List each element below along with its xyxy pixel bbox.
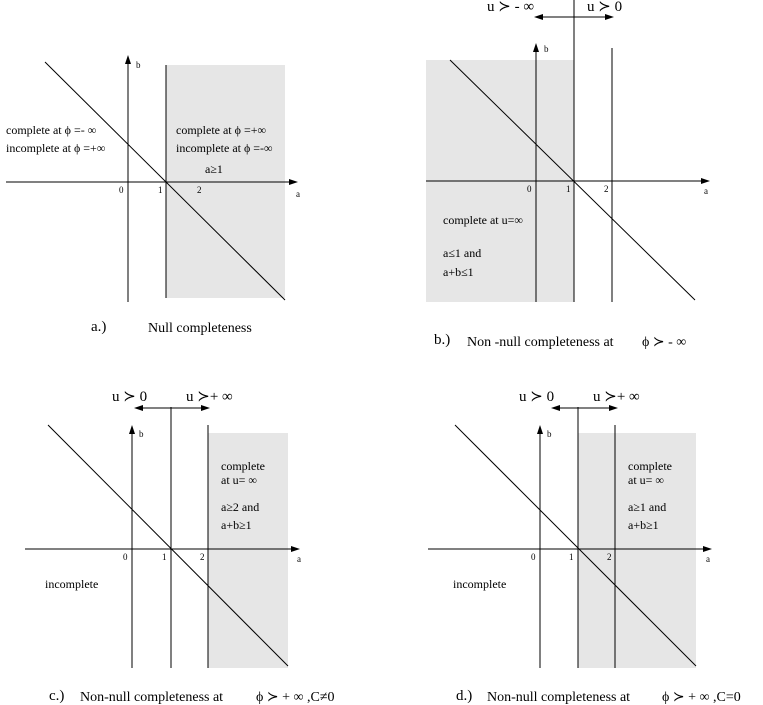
panel-a-y-arrowhead <box>125 55 131 64</box>
panel-a-tick-0: 0 <box>119 185 124 195</box>
panel-c-caption-text: Non-null completeness at <box>80 690 224 705</box>
panel-b <box>426 0 710 302</box>
panel-d-tick-1: 1 <box>569 552 574 562</box>
panel-d-tick-2: 2 <box>607 552 612 562</box>
panel-d-shaded-region <box>578 433 696 668</box>
panel-a-caption-label: a.) <box>91 319 107 335</box>
panel-a <box>6 55 298 302</box>
panel-c-tick-0: 0 <box>123 552 128 562</box>
panel-b-cond-line1: a≤1 and <box>443 246 482 260</box>
panel-c-double-arrow-left-head <box>134 405 143 411</box>
panel-c-y-arrowhead <box>129 425 135 434</box>
panel-c <box>25 405 300 668</box>
panel-b-double-arrow-right-head <box>605 14 614 20</box>
panel-c-tick-1: 1 <box>162 552 167 562</box>
panel-d-y-arrowhead <box>537 425 543 434</box>
panel-d-double-arrow-left-head <box>551 405 560 411</box>
panel-b-cond-line2: a+b≤1 <box>443 265 474 279</box>
panel-d-axis-b-label: b <box>547 429 552 439</box>
panel-a-left-line1: complete at ϕ =- ∞ <box>6 123 97 137</box>
panel-d-caption-math: ϕ ≻ + ∞ ,C=0 <box>662 690 741 705</box>
panel-d-x-arrowhead <box>703 546 712 552</box>
panel-d-diagonal <box>454 424 697 667</box>
panel-a-diagonal <box>44 61 286 301</box>
panel-b-tick-0: 0 <box>527 184 532 194</box>
panel-a-axis-a-label: a <box>296 189 300 199</box>
panel-a-condition: a≥1 <box>205 162 223 176</box>
panel-c-cond-line2: a+b≥1 <box>221 518 252 532</box>
panel-b-axis-a-label: a <box>704 186 708 196</box>
panel-c-cond-line1: a≥2 and <box>221 500 260 514</box>
panel-b-y-arrowhead <box>533 43 539 52</box>
panel-a-left-line2: incomplete at ϕ =+∞ <box>6 141 106 155</box>
panel-a-tick-2: 2 <box>197 185 202 195</box>
panel-b-caption-text: Non -null completeness at <box>467 335 614 350</box>
panel-b-caption-math: ϕ ≻ - ∞ <box>642 335 687 350</box>
panel-b-tick-1: 1 <box>566 184 571 194</box>
panel-c-top-left-label: u ≻ 0 <box>112 389 148 405</box>
panel-c-caption-math: ϕ ≻ + ∞ ,C≠0 <box>256 690 335 705</box>
panel-b-region-line1: complete at u=∞ <box>443 213 523 227</box>
panel-b-top-left-label: u ≻ - ∞ <box>487 0 535 15</box>
panel-b-axis-b-label: b <box>544 44 549 54</box>
panel-c-region-line1: complete <box>221 459 265 473</box>
panel-c-left-text: incomplete <box>45 577 99 591</box>
panel-a-caption-text: Null completeness <box>148 321 252 336</box>
panel-d-cond-line1: a≥1 and <box>628 500 667 514</box>
panel-d-caption-text: Non-null completeness at <box>487 690 631 705</box>
panel-c-shaded-region <box>208 433 288 668</box>
panel-c-region-line2: at u= ∞ <box>221 473 257 487</box>
panel-d-cond-line2: a+b≥1 <box>628 518 659 532</box>
panel-b-double-arrow-left-head <box>534 14 543 20</box>
panel-d-left-text: incomplete <box>453 577 507 591</box>
panel-d-caption-label: d.) <box>456 688 473 704</box>
panel-d-top-right-label: u ≻+ ∞ <box>593 389 640 405</box>
panel-a-tick-1: 1 <box>158 185 163 195</box>
panel-b-top-right-label: u ≻ 0 <box>587 0 623 15</box>
panel-c-axis-a-label: a <box>297 554 301 564</box>
panel-b-x-arrowhead <box>701 178 710 184</box>
panel-b-diagonal <box>449 59 696 301</box>
panel-d-top-left-label: u ≻ 0 <box>519 389 555 405</box>
panel-d-axis-a-label: a <box>706 554 710 564</box>
panel-c-top-right-label: u ≻+ ∞ <box>186 389 233 405</box>
panel-b-tick-2: 2 <box>604 184 609 194</box>
panel-a-right-line1: complete at ϕ =+∞ <box>176 123 267 137</box>
panel-c-tick-2: 2 <box>200 552 205 562</box>
panel-d <box>428 405 712 668</box>
panel-c-diagonal <box>47 424 289 667</box>
panel-d-tick-0: 0 <box>531 552 536 562</box>
panel-d-region-line1: complete <box>628 459 672 473</box>
panel-c-x-arrowhead <box>291 546 300 552</box>
panel-a-x-arrowhead <box>289 179 298 185</box>
panel-c-caption-label: c.) <box>49 688 65 704</box>
panel-c-double-arrow-right-head <box>201 405 210 411</box>
panel-d-double-arrow-right-head <box>609 405 618 411</box>
panel-b-caption-label: b.) <box>434 332 451 348</box>
panel-d-region-line2: at u= ∞ <box>628 473 664 487</box>
panel-a-axis-b-label: b <box>136 60 141 70</box>
panel-c-axis-b-label: b <box>139 429 144 439</box>
panel-a-right-line2: incomplete at ϕ =-∞ <box>176 141 273 155</box>
